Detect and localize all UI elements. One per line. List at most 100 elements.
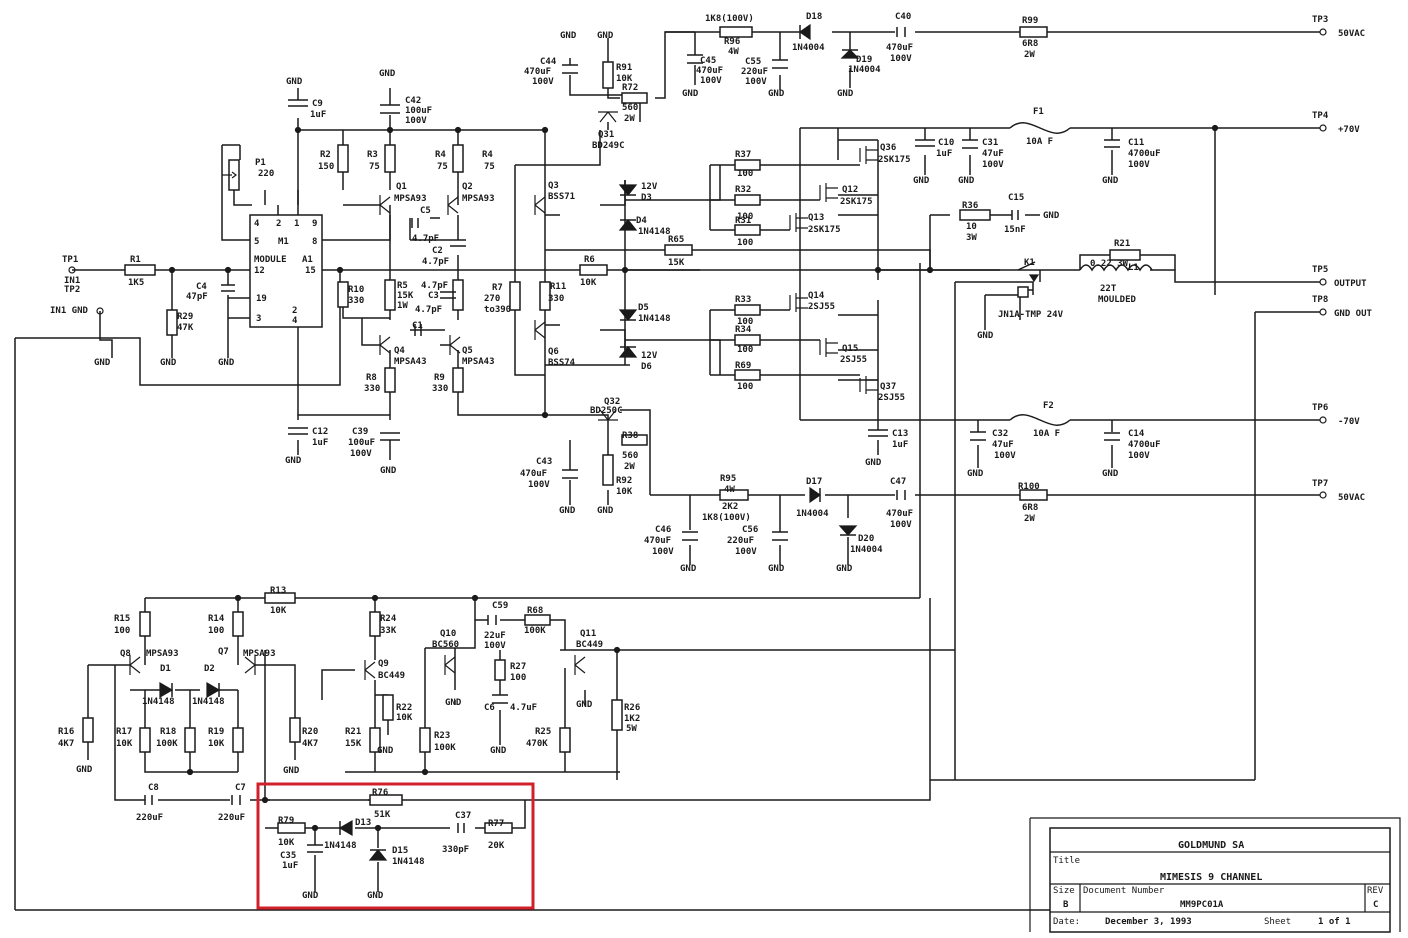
label-parts-r79: R79 bbox=[278, 816, 294, 826]
label-parts-c15v: 15nF bbox=[1004, 225, 1026, 235]
label-parts-r99v1: 6R8 bbox=[1022, 39, 1038, 49]
label-parts-c9v: 1uF bbox=[310, 110, 326, 120]
label-module-pins-3: 9 bbox=[312, 219, 317, 229]
label-parts-c5: C5 bbox=[420, 206, 431, 216]
label-parts-r76v: 51K bbox=[374, 810, 391, 820]
label-parts-r96: R96 bbox=[724, 37, 740, 47]
label-parts-d3v: 12V bbox=[641, 182, 658, 192]
label-parts-q5: Q5 bbox=[462, 346, 473, 356]
label-parts-d18: D18 bbox=[806, 12, 822, 22]
label-parts-r9v: 330 bbox=[432, 384, 448, 394]
label-parts-q37v: 2SJ55 bbox=[878, 393, 905, 403]
label-parts-q2: Q2 bbox=[462, 182, 473, 192]
label-parts-f2v: 10A F bbox=[1033, 429, 1060, 439]
label-parts-q8: Q8 bbox=[120, 649, 131, 659]
label-parts-r10: R10 bbox=[348, 285, 364, 295]
label-gnd: GND bbox=[367, 891, 384, 901]
label-parts-r34v: 100 bbox=[737, 345, 753, 355]
label-gnd: GND bbox=[836, 564, 853, 574]
label-parts-f1: F1 bbox=[1033, 107, 1044, 117]
label-parts-d6v: 12V bbox=[641, 351, 658, 361]
label-titleblock-docnumlabel: Document Number bbox=[1083, 886, 1165, 896]
label-parts-c37: C37 bbox=[455, 811, 471, 821]
label-parts-c39v2: 100V bbox=[350, 449, 372, 459]
label-parts-c55: C55 bbox=[745, 57, 761, 67]
label-parts-r79v: 10K bbox=[278, 838, 295, 848]
label-parts-c44v1: 470uF bbox=[524, 67, 551, 77]
label-parts-r2v: 150 bbox=[318, 162, 334, 172]
label-parts-r91: R91 bbox=[616, 63, 632, 73]
label-gnd: GND bbox=[1102, 176, 1119, 186]
label-gnd: GND bbox=[597, 506, 614, 516]
label-parts-c47: C47 bbox=[890, 477, 906, 487]
label-parts-c43v2: 100V bbox=[528, 480, 550, 490]
label-tp4: TP4 bbox=[1312, 111, 1329, 121]
label-parts-q3: Q3 bbox=[548, 181, 559, 191]
label-parts-c44v2: 100V bbox=[532, 77, 554, 87]
label-titleblock-sheetlabel: Sheet bbox=[1264, 917, 1291, 927]
label-in1: IN1 bbox=[64, 276, 80, 286]
label-tp1: TP1 bbox=[62, 255, 78, 265]
label-parts-c12: C12 bbox=[312, 427, 328, 437]
label-parts-r18v: 100K bbox=[156, 739, 178, 749]
label-parts-c11v1: 4700uF bbox=[1128, 149, 1161, 159]
label-parts-r34: R34 bbox=[735, 325, 752, 335]
module-ref: M1 bbox=[278, 237, 289, 247]
label-parts-r21v: 0.22 3W bbox=[1090, 259, 1129, 269]
label-parts-d1: D1 bbox=[160, 664, 171, 674]
label-parts-c32: C32 bbox=[992, 429, 1008, 439]
label-parts-c40v2: 100V bbox=[890, 54, 912, 64]
label-parts-p1: P1 bbox=[255, 158, 266, 168]
label-parts-c2: C2 bbox=[432, 246, 443, 256]
label-parts-r1v: 1K5 bbox=[128, 278, 144, 288]
label-parts-r33: R33 bbox=[735, 295, 751, 305]
label-parts-d5: D5 bbox=[638, 303, 649, 313]
label-titleblock-size: B bbox=[1063, 900, 1069, 910]
label-gnd: GND bbox=[682, 89, 699, 99]
label-parts-q4v: MPSA43 bbox=[394, 357, 427, 367]
label-module-pins-10: 2 bbox=[292, 306, 297, 316]
title-block: GOLDMUND SA Title MIMESIS 9 CHANNEL Size… bbox=[1029, 817, 1401, 933]
label-parts-c5v: 4.7pF bbox=[412, 234, 439, 244]
label-parts-c4v: 47pF bbox=[186, 292, 208, 302]
label-gnd: GND bbox=[377, 746, 394, 756]
label-parts-c46v1: 470uF bbox=[644, 536, 671, 546]
label-parts-c3v2: 4.7pF bbox=[415, 305, 442, 315]
label-parts-c35: C35 bbox=[280, 851, 296, 861]
label-parts-r4: R4 bbox=[482, 150, 493, 160]
label-parts-r14: R14 bbox=[208, 614, 225, 624]
revision: C bbox=[1373, 900, 1378, 910]
label-parts-c13: C13 bbox=[892, 429, 908, 439]
label-parts-d6: D6 bbox=[641, 362, 652, 372]
label-parts-d5v: 1N4148 bbox=[638, 314, 671, 324]
label-parts-r27v: 100 bbox=[510, 673, 526, 683]
label-gnd: GND bbox=[1102, 469, 1119, 479]
label-parts-q10: Q10 bbox=[440, 629, 456, 639]
label-parts-r95v1: 4W bbox=[724, 485, 735, 495]
label-parts-q1: Q1 bbox=[396, 182, 407, 192]
label-parts-c55v1: 220uF bbox=[741, 67, 768, 77]
label-tp3-value: 50VAC bbox=[1338, 29, 1365, 39]
label-parts-r100: R100 bbox=[1018, 482, 1040, 492]
label-parts-c15: C15 bbox=[1008, 193, 1024, 203]
label-parts-q8v: MPSA93 bbox=[146, 649, 179, 659]
label-parts-q31v: BD249C bbox=[592, 141, 625, 151]
label-parts-c31v2: 100V bbox=[982, 160, 1004, 170]
resistor-r1 bbox=[124, 264, 156, 276]
label-parts-c14v1: 4700uF bbox=[1128, 440, 1161, 450]
label-parts-r72: R72 bbox=[622, 83, 638, 93]
label-parts-r100v2: 2W bbox=[1024, 514, 1035, 524]
label-parts-c3: C3 bbox=[428, 291, 439, 301]
label-parts-d18v: 1N4004 bbox=[792, 43, 825, 53]
label-parts-c59v2: 100V bbox=[484, 641, 506, 651]
label-in1-gnd: IN1 GND bbox=[50, 306, 89, 316]
label-titleblock-sizelabel: Size bbox=[1053, 886, 1075, 896]
label-parts-k1: K1 bbox=[1024, 258, 1035, 268]
label-parts-r36v2: 3W bbox=[966, 233, 977, 243]
label-parts-r8v: 330 bbox=[364, 384, 380, 394]
module-name: MODULE bbox=[254, 255, 287, 265]
label-module-pins-11: 4 bbox=[292, 316, 298, 326]
label-parts-d2v: 1N4148 bbox=[192, 697, 225, 707]
label-parts-c8: C8 bbox=[148, 783, 159, 793]
label-parts-r1: R1 bbox=[130, 255, 141, 265]
